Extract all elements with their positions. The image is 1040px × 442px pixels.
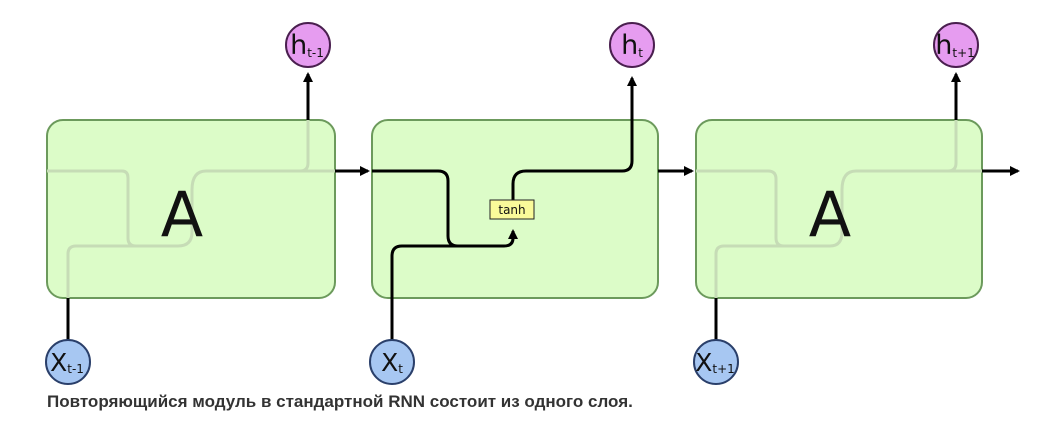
output-up-line xyxy=(621,76,637,173)
output-node-3: ht+1 xyxy=(933,22,979,68)
rnn-cell-2: tanh xyxy=(371,76,659,340)
input-node-2: Xt xyxy=(369,339,415,385)
merge-to-tanh-line xyxy=(503,229,518,248)
tanh-layer: tanh xyxy=(489,199,535,220)
output-node-2: ht xyxy=(609,22,655,68)
input-line xyxy=(390,244,504,340)
output-3-base: h xyxy=(935,30,952,61)
input-node-1: Xt-1 xyxy=(45,339,91,385)
input-3-sub: t+1 xyxy=(712,362,734,376)
tanh-output-line xyxy=(511,169,622,200)
rnn-cell-1: A xyxy=(46,119,336,299)
cell-1-label: A xyxy=(161,178,203,251)
tanh-label: tanh xyxy=(498,203,525,217)
svg-text:ht+1: ht+1 xyxy=(935,30,975,61)
input-1-base: X xyxy=(50,348,67,377)
input-1-sub: t-1 xyxy=(67,362,84,376)
svg-text:ht: ht xyxy=(621,30,643,61)
svg-text:Xt-1: Xt-1 xyxy=(50,348,84,377)
output-3-sub: t+1 xyxy=(952,46,974,60)
svg-text:ht-1: ht-1 xyxy=(290,30,324,61)
cell-1-faded-internals xyxy=(47,120,335,298)
svg-text:Xt: Xt xyxy=(381,348,403,377)
figure-caption: Повторяющийся модуль в стандартной RNN с… xyxy=(47,392,633,411)
input-2-base: X xyxy=(381,348,398,377)
svg-text:Xt+1: Xt+1 xyxy=(695,348,735,377)
output-1-base: h xyxy=(290,30,307,61)
tanh-box xyxy=(489,199,535,220)
output-2-sub: t xyxy=(638,46,643,60)
output-1-sub: t-1 xyxy=(307,46,324,60)
output-2-base: h xyxy=(621,30,638,61)
rnn-unrolled-diagram: A tanh A xyxy=(45,22,1020,385)
cell-3-box xyxy=(695,119,983,299)
cell-3-label: A xyxy=(809,178,851,251)
output-node-1: ht-1 xyxy=(285,22,331,68)
rnn-cell-3: A xyxy=(695,119,983,299)
input-2-sub: t xyxy=(398,362,403,376)
cell-3-faded-internals xyxy=(696,120,982,298)
input-node-3: Xt+1 xyxy=(693,339,739,385)
input-3-base: X xyxy=(695,348,712,377)
